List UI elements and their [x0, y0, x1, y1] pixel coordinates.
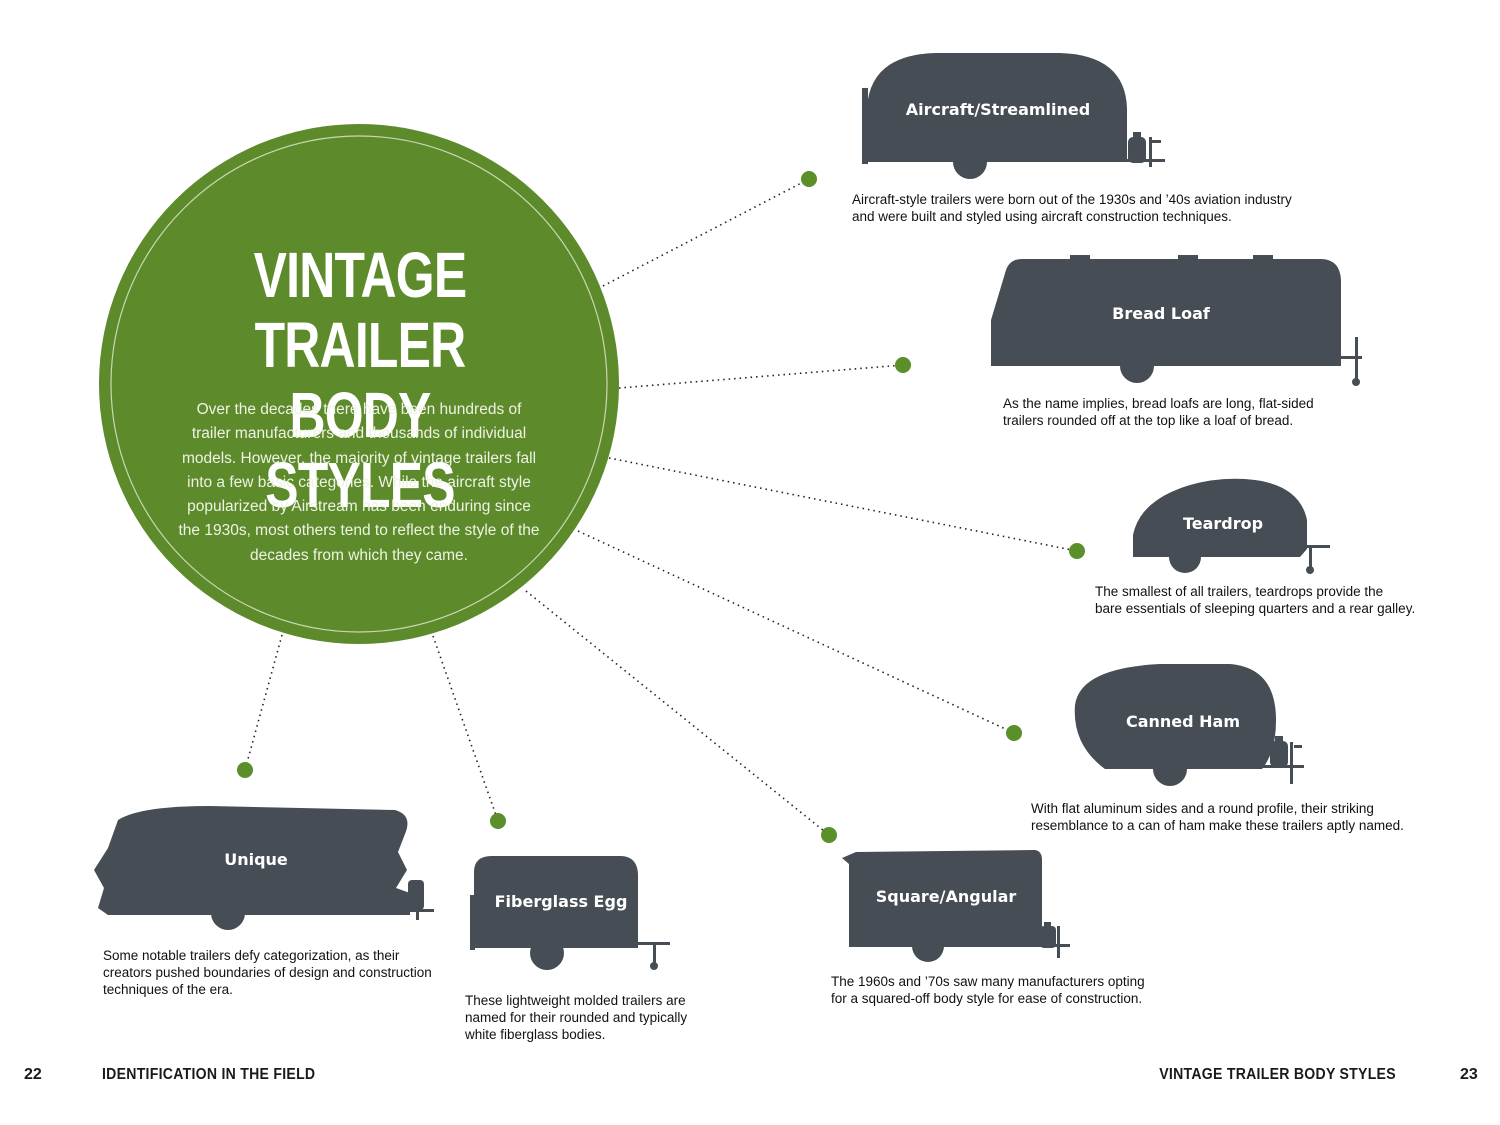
trailer-square-angular: [842, 850, 1070, 962]
description-fiberglass-egg: These lightweight molded trailers are na…: [465, 993, 688, 1042]
description-unique: Some notable trailers defy categorizatio…: [103, 948, 432, 997]
trailer-unique: [94, 806, 434, 930]
node-dot-teardrop: [1069, 543, 1085, 559]
trailer-bread-loaf: [991, 255, 1362, 386]
node-dots: [237, 171, 1085, 843]
connector-fiberglass-egg: [432, 635, 499, 822]
node-dot-canned-ham: [1006, 725, 1022, 741]
style-label-canned-ham: Canned Ham: [1126, 712, 1240, 731]
trailer-fiberglass-egg: [470, 856, 670, 970]
style-label-square-angular: Square/Angular: [876, 887, 1017, 906]
section-label-left: IDENTIFICATION IN THE FIELD: [102, 1066, 316, 1083]
trailer-aircraft-streamlined: [862, 53, 1165, 179]
description-aircraft: Aircraft-style trailers were born out of…: [852, 192, 1292, 224]
connectors: [244, 178, 1078, 836]
node-dot-square-angular: [821, 827, 837, 843]
page-title-line-1: VINTAGE TRAILER: [253, 239, 468, 381]
style-label-bread-loaf: Bread Loaf: [1112, 304, 1211, 323]
page-number-right: 23: [1460, 1066, 1478, 1083]
trailer-teardrop: [1133, 478, 1330, 574]
node-dot-fiberglass-egg: [490, 813, 506, 829]
node-dot-aircraft: [801, 171, 817, 187]
node-dot-unique: [237, 762, 253, 778]
style-label-teardrop: Teardrop: [1183, 514, 1263, 533]
description-bread-loaf: As the name implies, bread loafs are lon…: [1003, 396, 1314, 428]
connector-canned-ham: [577, 530, 1015, 734]
page-title: VINTAGE TRAILER BODY STYLES: [204, 240, 516, 520]
page-number-left: 22: [24, 1066, 42, 1083]
node-dot-bread-loaf: [895, 357, 911, 373]
style-label-fiberglass-egg: Fiberglass Egg: [495, 892, 628, 911]
description-teardrop: The smallest of all trailers, teardrops …: [1095, 584, 1416, 616]
section-label-right: VINTAGE TRAILER BODY STYLES: [1159, 1066, 1396, 1083]
style-label-unique: Unique: [224, 850, 288, 869]
page-title-line-2: BODY STYLES: [265, 379, 455, 521]
connector-unique: [244, 634, 283, 771]
trailer-canned-ham: [1074, 664, 1304, 786]
style-label-aircraft: Aircraft/Streamlined: [906, 100, 1090, 119]
connector-square-angular: [525, 590, 830, 836]
description-square-angular: The 1960s and ’70s saw many manufacturer…: [831, 974, 1145, 1006]
hub-circle: [99, 124, 619, 644]
description-canned-ham: With flat aluminum sides and a round pro…: [1031, 801, 1404, 833]
connector-bread-loaf: [618, 364, 904, 389]
connector-teardrop: [608, 457, 1078, 552]
intro-paragraph: Over the decades there have been hundred…: [178, 401, 540, 564]
connector-aircraft: [602, 178, 810, 287]
